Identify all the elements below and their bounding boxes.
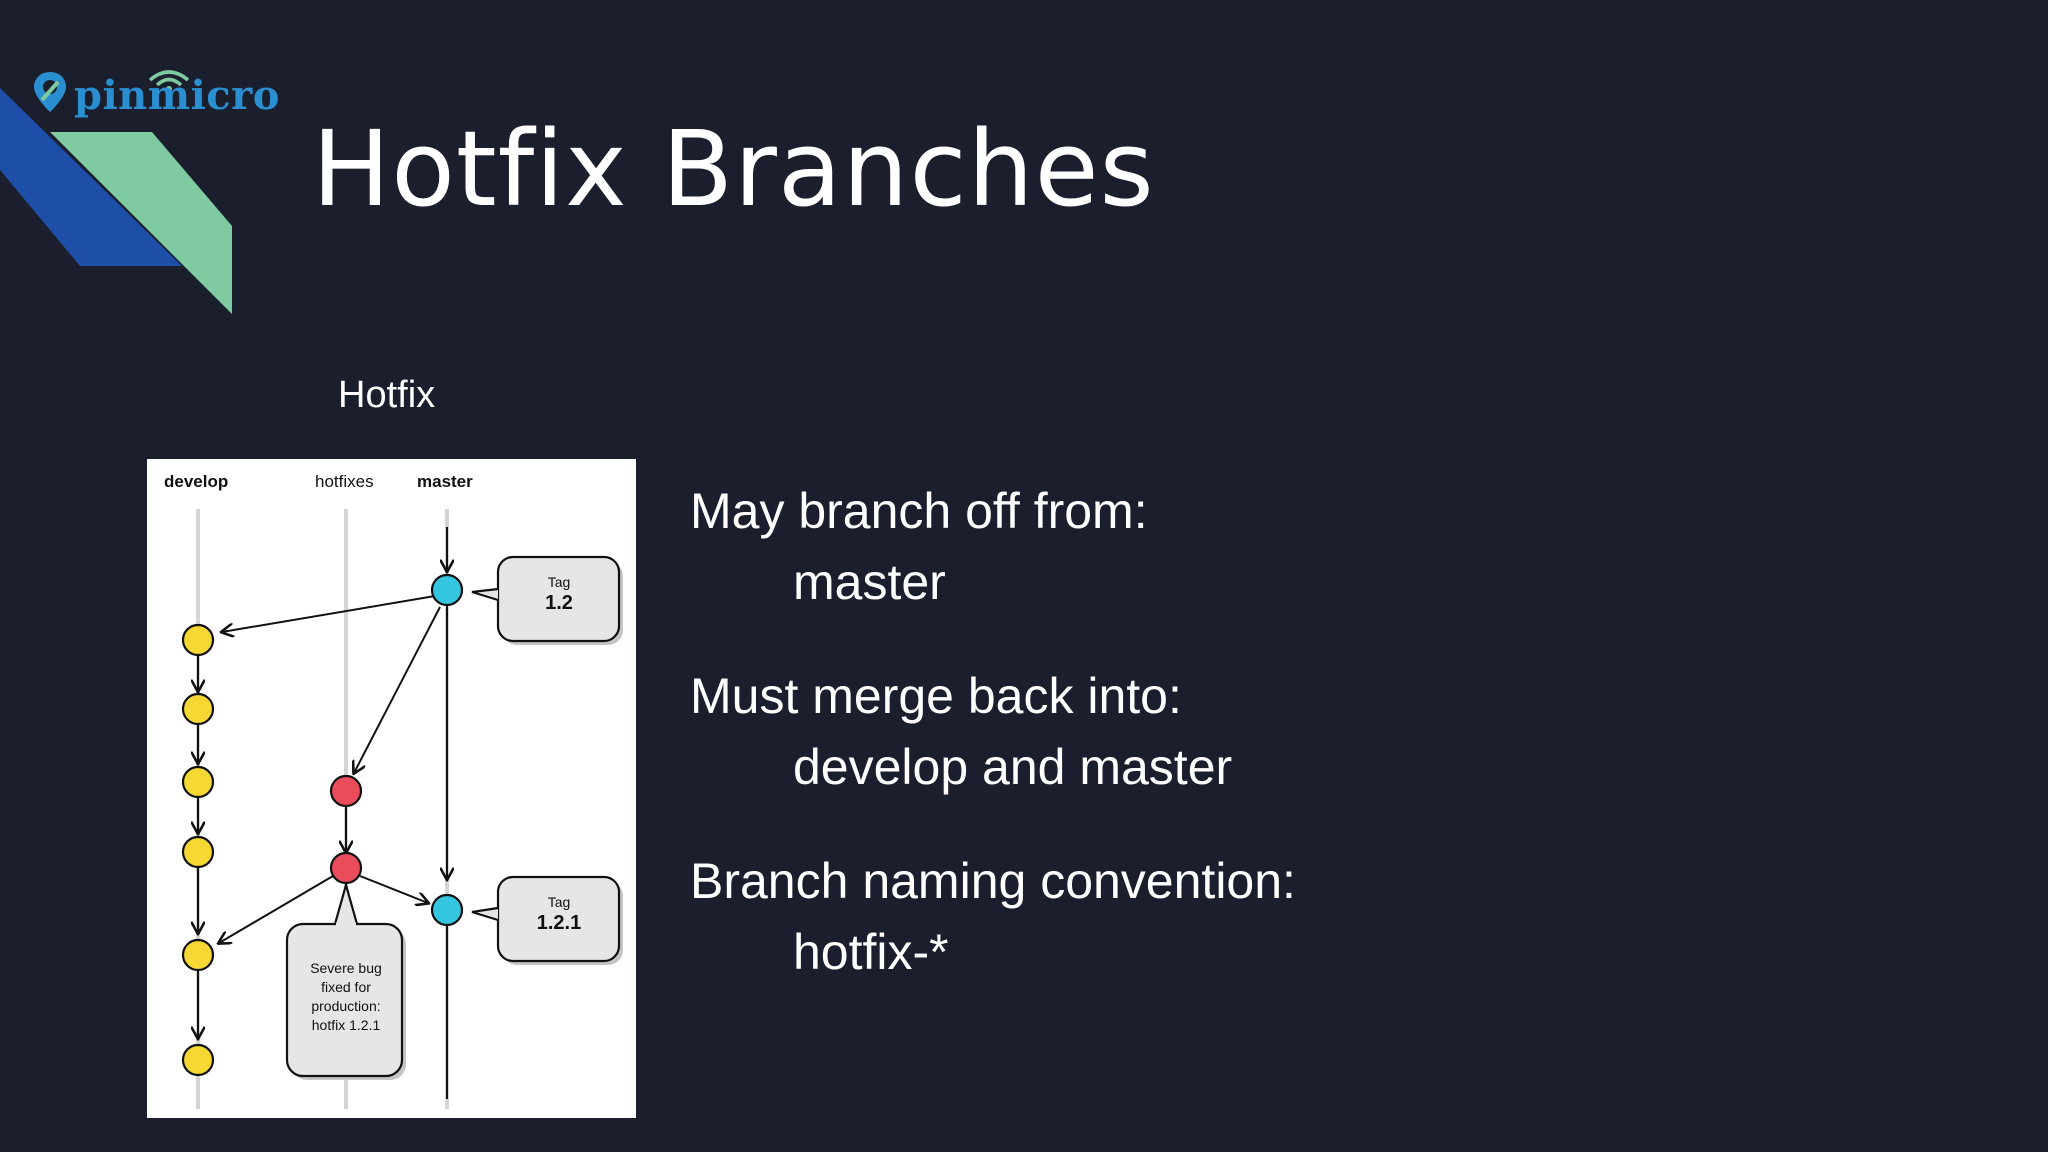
develop-commit	[181, 692, 215, 726]
slide-subtitle: Hotfix	[338, 374, 436, 416]
column-header-develop: develop	[164, 472, 228, 491]
rule-label: May branch off from:	[690, 483, 1148, 539]
note-line: hotfix 1.2.1	[312, 1017, 381, 1033]
tag-label: Tag	[548, 574, 571, 590]
tag-callout-1: Tag 1.2	[471, 555, 623, 645]
rule-label: Must merge back into:	[690, 668, 1182, 724]
master-commits	[430, 573, 464, 927]
note-line: fixed for	[321, 979, 371, 995]
rule-value: develop and master	[793, 739, 1233, 795]
tag-callout-2: Tag 1.2.1	[471, 875, 623, 965]
column-header-master: master	[417, 472, 473, 491]
logo-graphic	[0, 88, 232, 314]
hotfix-commit	[329, 851, 363, 885]
note-line: Severe bug	[310, 960, 382, 976]
logo-pin-icon	[34, 72, 66, 112]
develop-commit	[181, 835, 215, 869]
note-line: production:	[311, 998, 380, 1014]
develop-commit	[181, 765, 215, 799]
tag-value: 1.2.1	[537, 912, 581, 934]
rules-list: May branch off from: master Must merge b…	[690, 476, 1296, 1031]
hotfix-commit	[329, 774, 363, 808]
rule-merge-back: Must merge back into: develop and master	[690, 661, 1296, 803]
rule-value: master	[793, 554, 946, 610]
rule-branch-off: May branch off from: master	[690, 476, 1296, 618]
hotfix-diagram: develop hotfixes master	[147, 459, 636, 1118]
develop-commit	[181, 623, 215, 657]
master-commit	[430, 893, 464, 927]
develop-commit	[181, 1043, 215, 1077]
column-header-hotfixes: hotfixes	[315, 472, 374, 491]
develop-commits	[181, 623, 215, 1077]
tag-label: Tag	[548, 894, 571, 910]
develop-commit	[181, 938, 215, 972]
rule-label: Branch naming convention:	[690, 853, 1296, 909]
logo-wifi-icon	[148, 70, 190, 92]
rule-naming: Branch naming convention: hotfix-*	[690, 846, 1296, 988]
rule-value: hotfix-*	[793, 924, 949, 980]
logo-text: pinmicro	[74, 72, 280, 119]
slide-title: Hotfix Branches	[312, 108, 1155, 230]
master-commit	[430, 573, 464, 607]
tag-value: 1.2	[545, 592, 573, 614]
note-callout: Severe bug fixed for production: hotfix …	[285, 880, 406, 1080]
hotfix-diagram-svg: develop hotfixes master	[164, 472, 623, 1109]
